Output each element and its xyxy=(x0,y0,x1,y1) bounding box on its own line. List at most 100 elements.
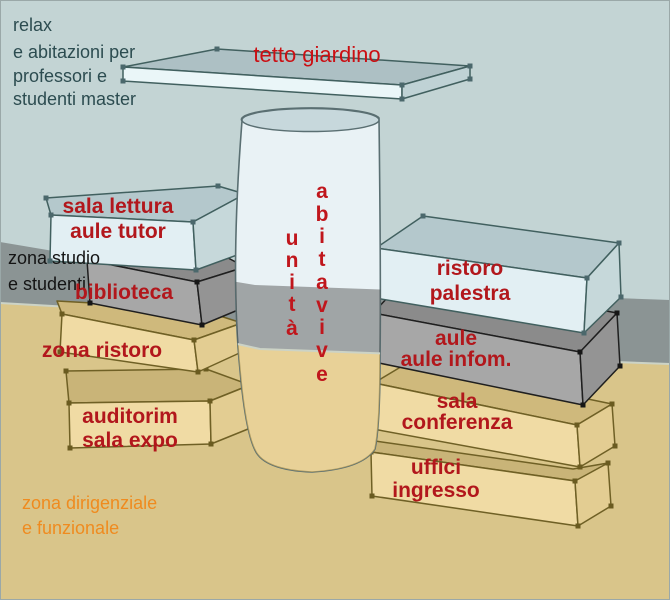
label-abitative: a b i t a v i v e xyxy=(316,180,329,386)
label-line: sala lettura xyxy=(63,195,174,218)
corner-dot xyxy=(399,96,405,102)
corner-dot xyxy=(609,401,615,407)
label-uffici-ingresso: uffici ingresso xyxy=(392,456,480,502)
corner-dot xyxy=(467,63,473,69)
corner-dot xyxy=(214,46,220,52)
corner-dot xyxy=(584,275,590,281)
note-zona-studio: zona studio e studenti xyxy=(8,248,100,294)
note-line: professori e xyxy=(13,66,107,86)
label-ristoro-palestra: ristoro palestra xyxy=(430,257,511,305)
corner-dot xyxy=(608,503,614,509)
label-line: ristoro xyxy=(437,257,504,280)
label-letter: a xyxy=(316,180,328,203)
label-sala-conferenza: sala conferenza xyxy=(402,390,513,434)
cylinder-top-face xyxy=(241,107,380,133)
corner-dot xyxy=(87,300,93,306)
corner-dot xyxy=(48,212,54,218)
note-line: relax xyxy=(13,15,52,35)
corner-dot xyxy=(572,478,578,484)
note-line: e studenti xyxy=(8,274,86,294)
label-line: uffici xyxy=(411,456,461,479)
corner-dot xyxy=(43,195,49,201)
label-letter: u xyxy=(286,227,299,250)
corner-dot xyxy=(577,349,583,355)
note-line: e funzionale xyxy=(22,518,119,538)
label-letter: i xyxy=(319,225,325,248)
label-biblioteca: biblioteca xyxy=(75,281,173,304)
box-auditorium-expo xyxy=(63,366,256,451)
label-sala-lettura: sala lettura aule tutor xyxy=(63,195,174,243)
note-line: zona studio xyxy=(8,248,100,268)
label-letter: v xyxy=(316,294,328,317)
corner-dot xyxy=(574,422,580,428)
tower-cylinder xyxy=(234,107,382,473)
note-line: zona dirigenziale xyxy=(22,493,157,513)
note-line: studenti master xyxy=(13,89,136,109)
label-line: auditorim xyxy=(82,405,178,428)
corner-dot xyxy=(194,279,200,285)
label-letter: à xyxy=(286,317,298,340)
corner-dot xyxy=(614,310,620,316)
label-line: sala expo xyxy=(82,429,178,452)
label-line: palestra xyxy=(430,282,511,305)
label-aule-informatica: aule aule infom. xyxy=(401,327,512,371)
roof-garden-plate xyxy=(120,46,473,102)
corner-dot xyxy=(66,400,72,406)
corner-dot xyxy=(63,368,69,374)
corner-dot xyxy=(617,363,623,369)
label-line: conferenza xyxy=(402,411,513,434)
corner-dot xyxy=(59,311,65,317)
corner-dot xyxy=(215,183,221,189)
label-letter: i xyxy=(289,271,295,294)
corner-dot xyxy=(120,64,126,70)
cylinder-tan-tint xyxy=(235,303,381,473)
corner-dot xyxy=(467,76,473,82)
label-line: sala xyxy=(437,390,478,413)
corner-dot xyxy=(67,445,73,451)
box-sala-lettura xyxy=(43,183,251,273)
label-auditorium-expo: auditorim sala expo xyxy=(82,405,178,452)
box-sala-conferenza xyxy=(370,361,618,470)
corner-dot xyxy=(575,523,581,529)
corner-dot xyxy=(199,322,205,328)
label-letter: t xyxy=(319,248,326,271)
corner-dot xyxy=(193,267,199,273)
corner-dot xyxy=(618,294,624,300)
corner-dot xyxy=(120,78,126,84)
box-ristoro-palestra xyxy=(372,213,624,336)
label-letter: n xyxy=(286,249,299,272)
corner-dot xyxy=(191,337,197,343)
cylinder-gray-tint xyxy=(235,242,381,364)
label-line: aule xyxy=(435,327,477,350)
label-line: aule infom. xyxy=(401,348,512,371)
corner-dot xyxy=(47,258,53,264)
corner-dot xyxy=(420,213,426,219)
label-zona-ristoro: zona ristoro xyxy=(42,339,162,362)
corner-dot xyxy=(369,493,375,499)
label-line: aule tutor xyxy=(70,220,166,243)
cylinder-zone-tint xyxy=(235,242,381,473)
corner-dot xyxy=(195,369,201,375)
label-letter: a xyxy=(316,271,328,294)
corner-dot xyxy=(207,398,213,404)
note-line: e abitazioni per xyxy=(13,42,135,62)
note-top-left: relax e abitazioni per professori e stud… xyxy=(13,15,136,109)
label-letter: e xyxy=(316,363,328,386)
corner-dot xyxy=(581,330,587,336)
corner-dot xyxy=(399,82,405,88)
label-letter: b xyxy=(316,203,329,226)
corner-dot xyxy=(616,240,622,246)
corner-dot xyxy=(580,402,586,408)
corner-dot xyxy=(208,441,214,447)
label-letter: v xyxy=(316,339,328,362)
corner-dot xyxy=(605,460,611,466)
corner-dot xyxy=(190,219,196,225)
label-letter: i xyxy=(319,316,325,339)
corner-dot xyxy=(57,349,63,355)
corner-dot xyxy=(577,464,583,470)
label-line: ingresso xyxy=(392,479,480,502)
label-unita: u n i t à xyxy=(286,227,299,340)
label-letter: t xyxy=(289,293,296,316)
